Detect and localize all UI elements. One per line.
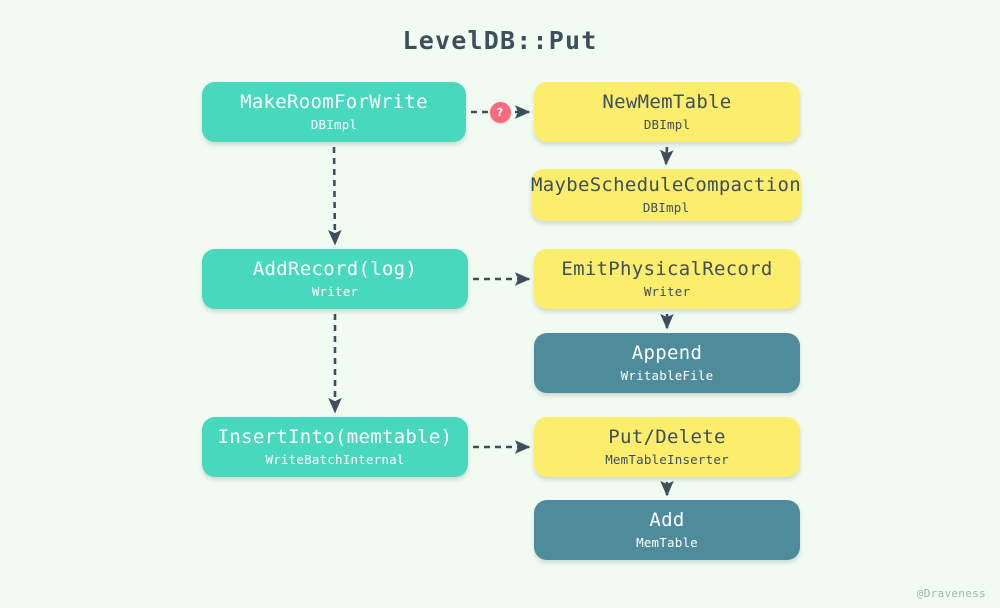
node-subtitle: WriteBatchInternal: [265, 452, 405, 468]
edge-makeroom-to-addrecord: [328, 146, 342, 246]
node-subtitle: MemTable: [636, 535, 698, 551]
node-title: Put/Delete: [608, 425, 726, 448]
node-title: MakeRoomForWrite: [240, 90, 428, 113]
node-title: EmitPhysicalRecord: [561, 257, 773, 280]
node-subtitle: MemTableInserter: [605, 452, 729, 468]
node-subtitle: DBImpl: [310, 117, 358, 133]
question-badge[interactable]: ?: [489, 101, 511, 123]
node-title: MaybeScheduleCompaction: [531, 173, 801, 196]
node-add-record-log[interactable]: AddRecord(log) Writer: [202, 249, 468, 309]
watermark: @Draveness: [916, 587, 986, 600]
node-subtitle: DBImpl: [643, 117, 691, 133]
node-title: NewMemTable: [602, 90, 732, 113]
node-subtitle: Writer: [643, 284, 691, 300]
node-title: Append: [631, 341, 703, 364]
node-title: AddRecord(log): [252, 257, 418, 280]
node-subtitle: DBImpl: [642, 200, 690, 216]
node-insert-into-memtable[interactable]: InsertInto(memtable) WriteBatchInternal: [202, 417, 468, 477]
node-subtitle: Writer: [311, 284, 359, 300]
node-title: Add: [649, 508, 685, 531]
page-title: LevelDB::Put: [402, 26, 598, 55]
node-title: InsertInto(memtable): [217, 425, 453, 448]
edge-newmemtable-to-compaction: [660, 146, 674, 166]
node-subtitle: WritableFile: [620, 368, 714, 384]
